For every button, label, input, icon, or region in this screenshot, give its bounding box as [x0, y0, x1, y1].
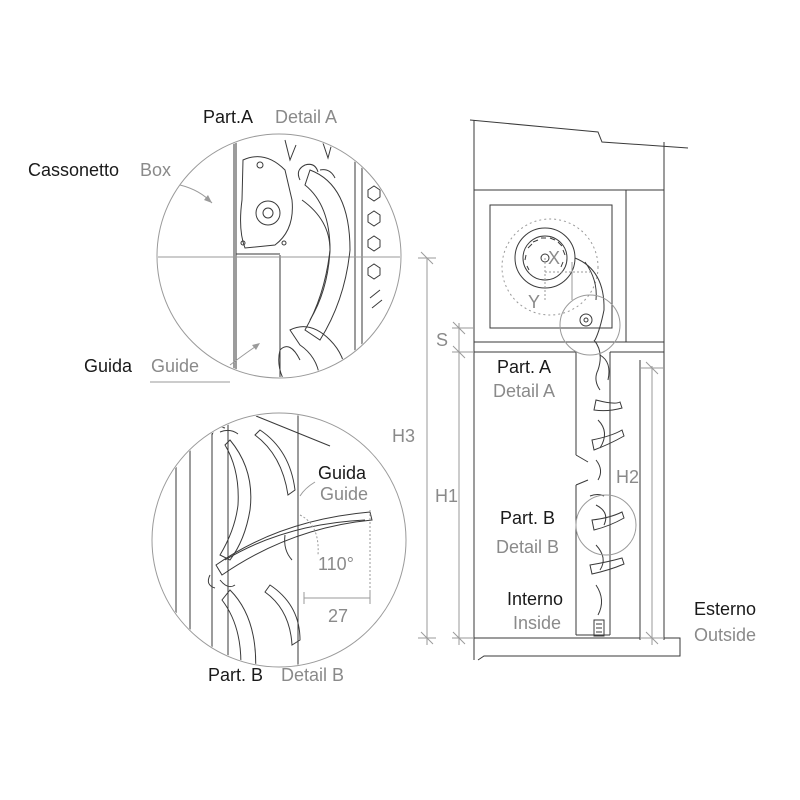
- detail-b-circle: [151, 412, 407, 668]
- detail-b-title-it: Part. B: [208, 665, 264, 685]
- section-b-label-en: Detail B: [496, 537, 560, 557]
- detail-a-title-en: Detail A: [275, 107, 338, 127]
- inside-label-it: Interno: [507, 589, 564, 609]
- inside-label-en: Inside: [513, 613, 562, 633]
- dimension-lines: [418, 251, 664, 645]
- outside-label-it: Esterno: [694, 599, 757, 619]
- box-label-it: Cassonetto: [28, 160, 120, 180]
- detail-a-circle: [150, 133, 402, 383]
- section-a-label-it: Part. A: [497, 357, 552, 377]
- angle-label: 110°: [318, 554, 354, 574]
- dim-s-label: S: [436, 330, 449, 350]
- guide-label-it: Guida: [84, 356, 133, 376]
- dim-h1-label: H1: [435, 486, 459, 506]
- dim-h3-label: H3: [392, 426, 416, 446]
- section-a-label-en: Detail A: [493, 381, 556, 401]
- box-label-en: Box: [140, 160, 172, 180]
- dim-h2-label: H2: [616, 467, 640, 487]
- detail-a-title-it: Part.A: [203, 107, 254, 127]
- dim-y-label: Y: [528, 292, 541, 312]
- detail-b-guide-it: Guida: [318, 463, 367, 483]
- guide-label-en: Guide: [151, 356, 200, 376]
- outside-label-en: Outside: [694, 625, 757, 645]
- detail-b-guide-en: Guide: [320, 484, 369, 504]
- section-view: [469, 119, 689, 661]
- detail-b-title-en: Detail B: [281, 665, 345, 685]
- section-b-label-it: Part. B: [500, 508, 556, 528]
- dim-x-label: X: [548, 248, 561, 268]
- offset-label: 27: [328, 606, 349, 626]
